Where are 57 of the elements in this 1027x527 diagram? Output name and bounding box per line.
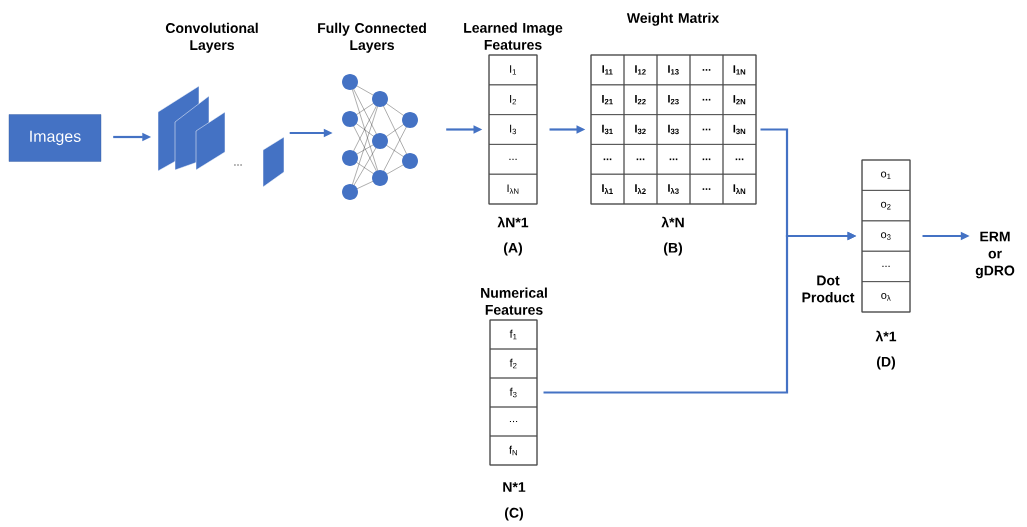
table-cell: o$_{λ}$ xyxy=(861,281,911,313)
table-cell: o$_{3}$ xyxy=(861,220,911,252)
table-cell: o$_{1}$ xyxy=(861,159,911,191)
table-cell: ... xyxy=(489,406,538,437)
table-cell: I$_{3}$ xyxy=(488,114,538,145)
table-cell: I$_{11}$ xyxy=(590,54,625,86)
heading: Learned Image Features xyxy=(464,22,563,50)
table-cell: I$_{λ1}$ xyxy=(590,173,625,205)
heading: Numerical Features xyxy=(481,287,547,315)
table-cell: o$_{2}$ xyxy=(861,190,911,222)
table-cell: ... xyxy=(689,54,724,86)
panel-label: (B) xyxy=(664,242,683,256)
table-cell: f$_{1}$ xyxy=(489,319,538,350)
heading: Weight Matrix xyxy=(626,12,720,26)
heading: Convolutional Layers xyxy=(165,22,258,53)
table-cell: f$_{3}$ xyxy=(489,377,538,408)
table-cell: I$_{21}$ xyxy=(590,84,625,115)
size-label: λN*1 xyxy=(497,216,529,228)
table-cell: I$_{32}$ xyxy=(623,114,658,145)
panel-label: (A) xyxy=(504,242,523,256)
table-cell: ... xyxy=(861,250,911,282)
table-cell: f$_{N}$ xyxy=(489,435,538,466)
table-cell: ... xyxy=(689,173,724,205)
table-cell: I$_{33}$ xyxy=(656,114,691,145)
table-cell: I$_{12}$ xyxy=(623,54,658,86)
table-cell: I$_{λ3}$ xyxy=(656,173,691,205)
table-cell: ... xyxy=(689,144,724,175)
table-cell: ... xyxy=(689,114,724,145)
heading: Fully Connected Layers xyxy=(318,22,426,53)
process-box: Images xyxy=(8,114,102,162)
table-cell: I$_{31}$ xyxy=(590,114,625,145)
table-cell: I$_{λN}$ xyxy=(488,173,538,205)
table-cell: I$_{23}$ xyxy=(656,84,691,115)
table-cell: ... xyxy=(623,144,658,175)
panel-label: (C) xyxy=(505,507,524,521)
panel-label: (D) xyxy=(877,356,896,370)
table-cell: I$_{13}$ xyxy=(656,54,691,86)
ellipsis-text: ... xyxy=(234,164,242,166)
table-cell: I$_{2N}$ xyxy=(722,84,757,115)
table-cell: I$_{λ2}$ xyxy=(623,173,658,205)
size-label: λ*N xyxy=(661,216,684,228)
size-label: λ*1 xyxy=(875,330,897,342)
table-cell: I$_{2}$ xyxy=(488,84,538,115)
size-label: N*1 xyxy=(503,482,526,492)
table-cell: I$_{3N}$ xyxy=(722,114,757,145)
table-cell: I$_{λN}$ xyxy=(722,173,757,205)
table-cell: ... xyxy=(722,144,757,175)
table-cell: ... xyxy=(656,144,691,175)
table-cell: I$_{1}$ xyxy=(488,54,538,86)
table-cell: I$_{1N}$ xyxy=(722,54,757,86)
dot-product-label: Dot Product xyxy=(802,275,855,303)
table-cell: I$_{22}$ xyxy=(623,84,658,115)
table-cell: f$_{2}$ xyxy=(489,348,538,379)
output-label: ERM or gDRO xyxy=(975,231,1015,279)
table-cell: ... xyxy=(689,84,724,115)
table-cell: ... xyxy=(488,144,538,175)
table-cell: ... xyxy=(590,144,625,175)
